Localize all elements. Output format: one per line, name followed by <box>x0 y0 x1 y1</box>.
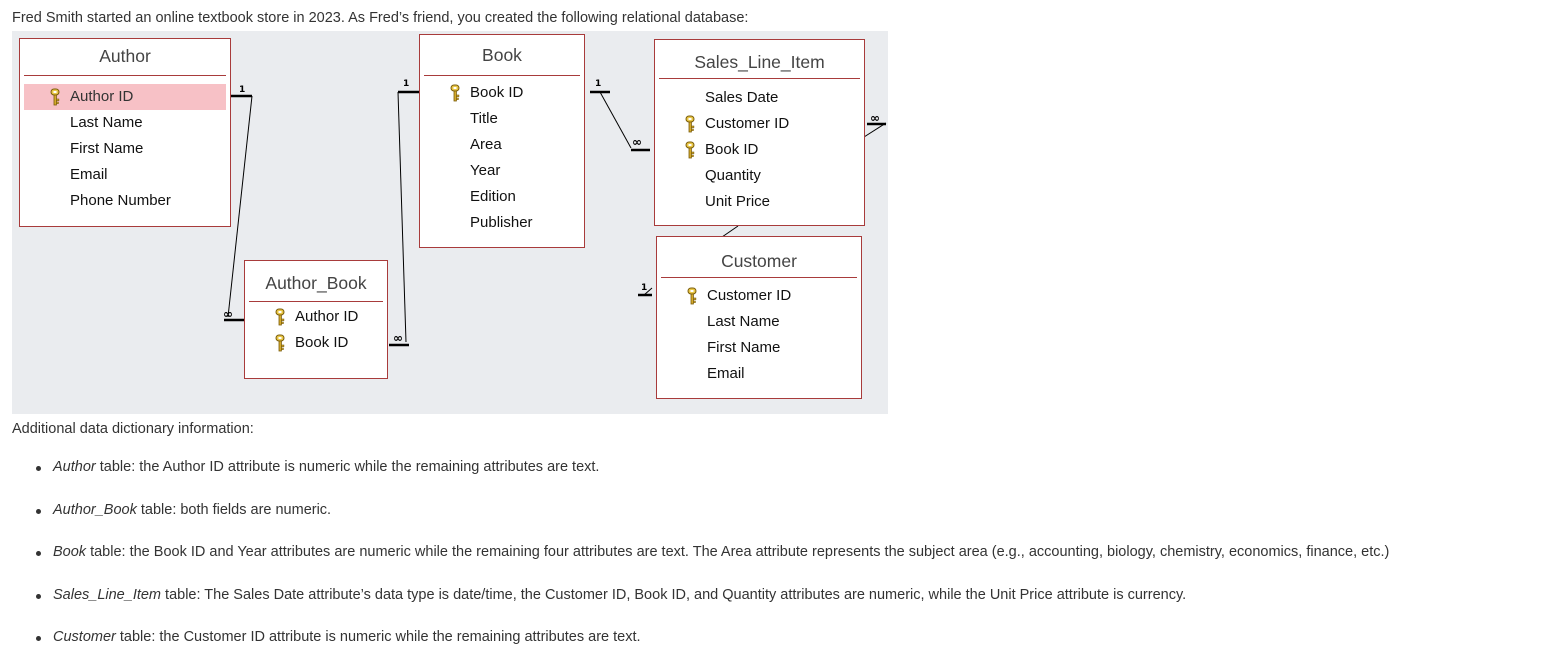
field-label: Title <box>470 110 498 127</box>
field-book-id[interactable]: Book ID <box>249 330 383 356</box>
field-label: Book ID <box>295 334 349 351</box>
dictionary-title: Additional data dictionary information: <box>12 421 254 437</box>
relationship-customer-sales <box>638 122 887 297</box>
field-label: Phone Number <box>70 192 171 209</box>
field-label: Area <box>470 136 502 153</box>
dictionary-table-name: Author_Book <box>53 501 137 518</box>
field-label: Last Name <box>707 313 780 330</box>
cardinality-one-book-sales: 1 <box>595 79 602 89</box>
cardinality-many-book-author: ∞ <box>393 331 403 345</box>
cardinality-many-sales-book: ∞ <box>632 135 642 149</box>
field-phone-number[interactable]: Phone Number <box>24 188 226 214</box>
dictionary-table-name: Sales_Line_Item <box>53 586 162 603</box>
field-email[interactable]: Email <box>661 361 857 387</box>
dictionary-table-name: Book <box>53 544 87 560</box>
table-title: Sales_Line_Item <box>659 40 860 79</box>
dictionary-description: table: the Customer ID attribute is nume… <box>115 629 641 645</box>
dictionary-description: table: both fields are numeric. <box>136 501 332 518</box>
field-label: Unit Price <box>705 193 771 210</box>
table-title: Customer <box>661 237 857 278</box>
field-area[interactable]: Area <box>424 132 580 158</box>
relationship-lines <box>224 90 887 347</box>
cardinality-one-book: 1 <box>403 79 410 89</box>
field-book-id[interactable]: Book ID <box>424 80 580 106</box>
field-last-name[interactable]: Last Name <box>24 110 226 136</box>
field-label: Sales Date <box>705 89 779 106</box>
field-year[interactable]: Year <box>424 158 580 184</box>
field-label: Email <box>707 365 745 382</box>
dictionary-description: table: The Sales Date attribute’s data t… <box>161 586 1187 603</box>
field-edition[interactable]: Edition <box>424 184 580 210</box>
field-label: First Name <box>70 140 144 157</box>
field-label: Quantity <box>705 167 761 184</box>
primary-key-icon <box>450 84 460 102</box>
primary-key-icon <box>275 334 285 352</box>
dictionary-item: Sales_Line_Item table: The Sales Date at… <box>36 574 1389 617</box>
field-author-id[interactable]: Author ID <box>24 84 226 110</box>
table-title: Book <box>424 35 580 76</box>
field-label: Email <box>70 166 108 183</box>
dictionary-list: Author table: the Author ID attribute is… <box>36 446 1389 659</box>
field-label: Year <box>470 162 501 179</box>
field-label: Book ID <box>470 84 524 101</box>
primary-key-icon <box>685 115 695 133</box>
field-label: First Name <box>707 339 781 356</box>
relationship-book-authorbook <box>389 90 419 347</box>
field-book-id[interactable]: Book ID <box>659 137 860 163</box>
dictionary-table-name: Customer <box>53 629 116 645</box>
field-customer-id[interactable]: Customer ID <box>661 283 857 309</box>
primary-key-icon <box>687 287 697 305</box>
cardinality-one-author: 1 <box>239 85 246 95</box>
dictionary-table-name: Author <box>53 459 96 475</box>
cardinality-many-author-book: ∞ <box>223 307 233 321</box>
primary-key-icon <box>275 308 285 326</box>
dictionary-description: table: the Book ID and Year attributes a… <box>86 544 1390 560</box>
field-label: Book ID <box>705 141 759 158</box>
cardinality-one-customer: 1 <box>641 283 648 293</box>
dictionary-description: table: the Author ID attribute is numeri… <box>95 459 600 475</box>
field-author-id[interactable]: Author ID <box>249 304 383 330</box>
field-label: Customer ID <box>705 115 790 132</box>
dictionary-item: Customer table: the Customer ID attribut… <box>36 616 1389 659</box>
field-first-name[interactable]: First Name <box>24 136 226 162</box>
field-customer-id[interactable]: Customer ID <box>659 111 860 137</box>
relationship-author-authorbook <box>224 94 253 322</box>
field-quantity[interactable]: Quantity <box>659 163 860 189</box>
dictionary-item: Author table: the Author ID attribute is… <box>36 446 1389 489</box>
intro-text: Fred Smith started an online textbook st… <box>12 10 749 26</box>
field-label: Author ID <box>295 308 359 325</box>
field-label: Author ID <box>70 88 134 105</box>
field-email[interactable]: Email <box>24 162 226 188</box>
field-publisher[interactable]: Publisher <box>424 210 580 236</box>
cardinality-many-sales-customer: ∞ <box>870 111 880 125</box>
relationship-diagram: 1 ∞ 1 ∞ 1 ∞ 1 ∞ Author Author ID Last Nam… <box>12 31 888 414</box>
table-title: Author_Book <box>249 261 383 302</box>
dictionary-item: Book table: the Book ID and Year attribu… <box>36 531 1389 574</box>
primary-key-icon <box>50 88 60 106</box>
field-sales-date[interactable]: Sales Date <box>659 85 860 111</box>
field-label: Last Name <box>70 114 143 131</box>
field-first-name[interactable]: First Name <box>661 335 857 361</box>
table-title: Author <box>24 39 226 76</box>
primary-key-icon <box>685 141 695 159</box>
relationship-book-sales <box>590 90 650 152</box>
field-last-name[interactable]: Last Name <box>661 309 857 335</box>
table-author-book[interactable]: Author_Book Author ID Book ID <box>244 260 388 379</box>
field-unit-price[interactable]: Unit Price <box>659 189 860 215</box>
field-label: Publisher <box>470 214 533 231</box>
field-title[interactable]: Title <box>424 106 580 132</box>
dictionary-item: Author_Book table: both fields are numer… <box>36 489 1389 532</box>
field-label: Customer ID <box>707 287 792 304</box>
field-label: Edition <box>470 188 516 205</box>
